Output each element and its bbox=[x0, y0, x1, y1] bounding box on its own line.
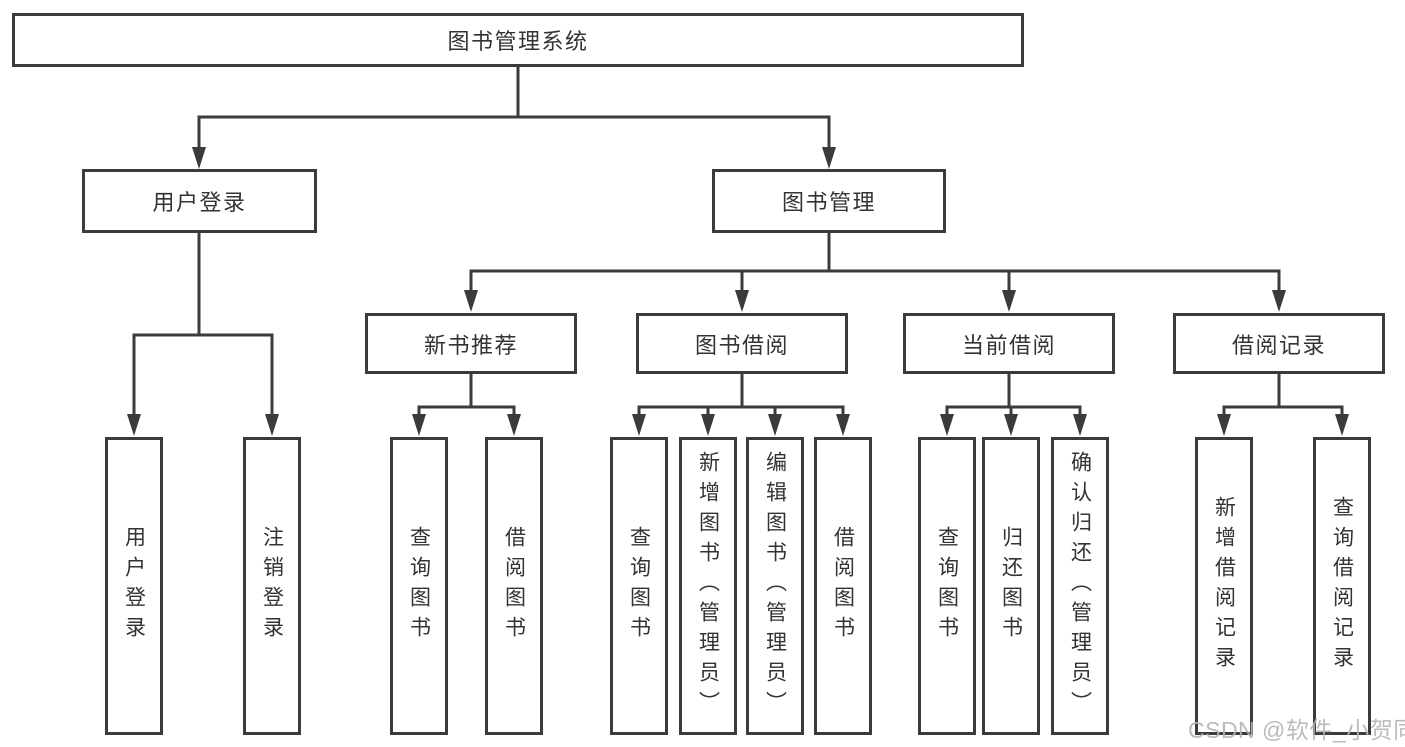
node-module-new-book-recommend: 新书推荐 bbox=[365, 313, 577, 374]
node-leaf-add-borrow-record: 新增借阅记录 bbox=[1195, 437, 1253, 735]
leaf-label: 新增借阅记录 bbox=[1212, 496, 1236, 676]
leaf-label: 注销登录 bbox=[260, 526, 284, 646]
leaf-label: 归还图书 bbox=[999, 526, 1023, 646]
node-leaf-confirm-return-admin: 确认归还（管理员） bbox=[1051, 437, 1109, 735]
leaf-label: 查询图书 bbox=[407, 526, 431, 646]
leaf-label: 借阅图书 bbox=[831, 526, 855, 646]
node-module-borrowing-records: 借阅记录 bbox=[1173, 313, 1385, 374]
node-leaf-user-login: 用户登录 bbox=[105, 437, 163, 735]
node-branch-user-login: 用户登录 bbox=[82, 169, 317, 233]
node-leaf-query-books-current: 查询图书 bbox=[918, 437, 976, 735]
node-leaf-query-books-recommend: 查询图书 bbox=[390, 437, 448, 735]
node-branch-book-management: 图书管理 bbox=[712, 169, 946, 233]
node-leaf-edit-books-admin: 编辑图书（管理员） bbox=[746, 437, 804, 735]
arrowheads bbox=[127, 147, 1349, 436]
connector-bookmgmt-to-modules bbox=[469, 233, 1281, 294]
node-root-system: 图书管理系统 bbox=[12, 13, 1024, 67]
node-leaf-logout: 注销登录 bbox=[243, 437, 301, 735]
leaf-label: 查询图书 bbox=[627, 526, 651, 646]
node-leaf-borrow-books: 借阅图书 bbox=[814, 437, 872, 735]
leaf-label: 查询借阅记录 bbox=[1330, 496, 1354, 676]
node-module-book-borrowing: 图书借阅 bbox=[636, 313, 848, 374]
connector-module-stems bbox=[469, 374, 1281, 407]
leaf-label: 查询图书 bbox=[935, 526, 959, 646]
node-leaf-query-borrow-record: 查询借阅记录 bbox=[1313, 437, 1371, 735]
connector-newbooks-to-leaves bbox=[417, 405, 516, 419]
node-leaf-add-books-admin: 新增图书（管理员） bbox=[679, 437, 737, 735]
leaf-label: 编辑图书（管理员） bbox=[763, 451, 787, 721]
leaf-label: 新增图书（管理员） bbox=[696, 451, 720, 721]
csdn-watermark: CSDN @软件_小贺同学 bbox=[1188, 717, 1405, 743]
leaf-label: 用户登录 bbox=[122, 526, 146, 646]
node-leaf-query-books-borrowing: 查询图书 bbox=[610, 437, 668, 735]
leaf-label: 确认归还（管理员） bbox=[1068, 451, 1092, 721]
node-module-current-borrowing: 当前借阅 bbox=[903, 313, 1115, 374]
leaf-label: 借阅图书 bbox=[502, 526, 526, 646]
node-leaf-return-books: 归还图书 bbox=[982, 437, 1040, 735]
node-leaf-borrow-books-recommend: 借阅图书 bbox=[485, 437, 543, 735]
connector-borrow-to-leaves bbox=[637, 405, 845, 419]
connector-root-to-level2 bbox=[197, 67, 831, 150]
connector-records-to-leaves bbox=[1222, 405, 1344, 419]
connector-login-to-leaves bbox=[132, 233, 274, 418]
